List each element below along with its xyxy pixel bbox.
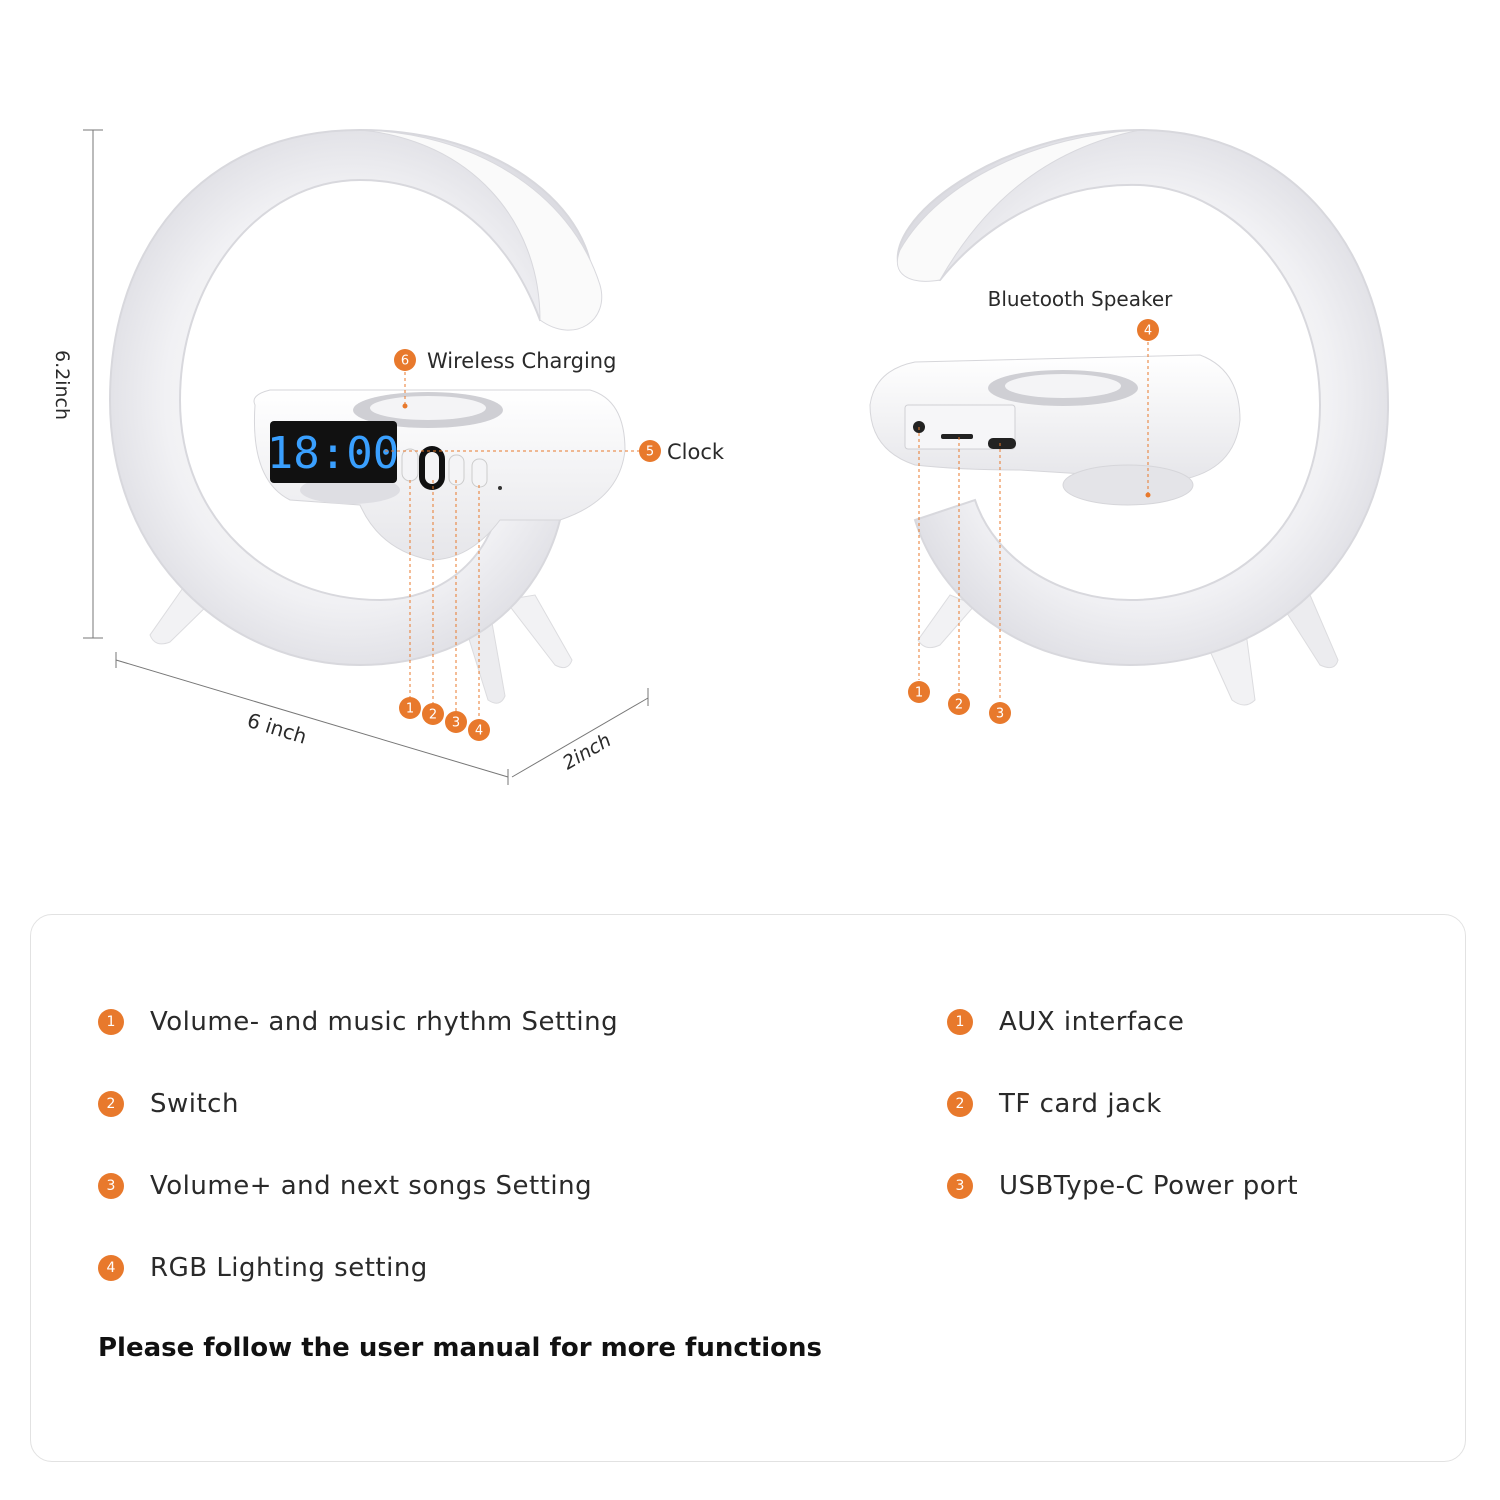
legend-badge: 4 xyxy=(98,1255,124,1281)
btn-badge-3-num: 3 xyxy=(452,716,460,731)
manual-note: Please follow the user manual for more f… xyxy=(98,1333,822,1363)
legend-text: AUX interface xyxy=(999,1007,1185,1037)
badge-5-num: 5 xyxy=(646,445,654,460)
badge-6 xyxy=(394,349,416,371)
badge-speaker-4-num: 4 xyxy=(1144,324,1152,339)
callout-wireless-charging: 6 Wireless Charging xyxy=(394,349,616,373)
legend-text: Volume+ and next songs Setting xyxy=(150,1171,593,1201)
button-volume-plus[interactable] xyxy=(448,454,465,486)
legend-left-item-4: 4 RGB Lighting setting xyxy=(98,1253,428,1283)
button-rgb[interactable] xyxy=(471,458,488,488)
clock-display xyxy=(270,421,397,483)
legend-left-item-1: 1 Volume- and music rhythm Setting xyxy=(98,1007,618,1037)
leader-end-6 xyxy=(402,403,408,409)
indicator-dot xyxy=(498,486,502,490)
legend-text: TF card jack xyxy=(999,1089,1162,1119)
badge-5 xyxy=(639,440,661,462)
front-button-badges: 1 2 3 4 xyxy=(399,697,490,741)
legend-text: USBType-C Power port xyxy=(999,1171,1299,1201)
dimension-height: 6.2inch xyxy=(51,350,73,420)
back-view: Bluetooth Speaker 4 1 2 3 xyxy=(869,128,1390,724)
port-panel xyxy=(904,404,1016,450)
legend-panel: 1 Volume- and music rhythm Setting 2 Swi… xyxy=(30,914,1466,1462)
port-badge-2-num: 2 xyxy=(955,698,963,713)
label-clock: Clock xyxy=(667,440,725,464)
legend-text: RGB Lighting setting xyxy=(150,1253,428,1283)
port-tf-card[interactable] xyxy=(941,434,973,439)
back-leaders xyxy=(918,342,1149,700)
label-bluetooth-speaker: Bluetooth Speaker xyxy=(988,287,1174,311)
btn-badge-1-num: 1 xyxy=(406,702,414,717)
back-port-badges: 1 2 3 xyxy=(908,681,1011,724)
port-badge-1-num: 1 xyxy=(915,686,923,701)
clock-digits: 18:00 xyxy=(267,428,399,479)
back-leg-right xyxy=(1284,594,1339,669)
legend-right-item-1: 1 AUX interface xyxy=(947,1007,1184,1037)
legend-left-item-3: 3 Volume+ and next songs Setting xyxy=(98,1171,592,1201)
legend-badge: 3 xyxy=(947,1173,973,1199)
dimension-width: 6 inch xyxy=(244,708,309,749)
back-leg-left xyxy=(917,594,976,649)
back-ring-tip xyxy=(897,129,1141,282)
front-view: 18:00 6 Wireless Charging 5 Clock xyxy=(51,128,725,785)
legend-right-item-2: 2 TF card jack xyxy=(947,1089,1162,1119)
legend-badge: 1 xyxy=(947,1009,973,1035)
badge-speaker-4 xyxy=(1137,319,1159,341)
front-ring-tip xyxy=(359,129,603,331)
callout-clock: 5 Clock xyxy=(639,440,725,464)
btn-badge-2-num: 2 xyxy=(429,708,437,723)
dimension-depth: 2inch xyxy=(559,729,615,774)
legend-badge: 2 xyxy=(98,1091,124,1117)
leader-end-speaker xyxy=(1145,492,1151,498)
front-leaders xyxy=(385,372,640,720)
legend-badge: 3 xyxy=(98,1173,124,1199)
back-ring xyxy=(896,128,1390,667)
btn-badge-2 xyxy=(422,703,444,725)
dimension-lines xyxy=(83,129,649,785)
callout-bluetooth-speaker: Bluetooth Speaker 4 xyxy=(988,287,1174,341)
legend-text: Volume- and music rhythm Setting xyxy=(150,1007,619,1037)
button-switch-inner xyxy=(425,452,439,484)
btn-badge-4-num: 4 xyxy=(475,724,483,739)
front-charging-pad xyxy=(370,396,486,420)
btn-badge-4 xyxy=(468,719,490,741)
legend-right-item-3: 3 USBType-C Power port xyxy=(947,1171,1298,1201)
front-ring xyxy=(108,128,594,667)
legend-left-item-2: 2 Switch xyxy=(98,1089,239,1119)
product-illustration: 18:00 6 Wireless Charging 5 Clock xyxy=(51,128,1390,785)
port-badge-3-num: 3 xyxy=(996,707,1004,722)
label-wireless-charging: Wireless Charging xyxy=(427,349,616,373)
port-usb-c[interactable] xyxy=(988,438,1016,449)
legend-text: Switch xyxy=(150,1089,239,1119)
back-charging-pad xyxy=(1005,374,1121,398)
legend-badge: 2 xyxy=(947,1091,973,1117)
port-badge-2 xyxy=(948,693,970,715)
back-speaker xyxy=(1062,464,1194,506)
front-leg-right xyxy=(504,594,573,669)
port-badge-1 xyxy=(908,681,930,703)
btn-badge-1 xyxy=(399,697,421,719)
btn-badge-3 xyxy=(445,711,467,733)
button-volume-minus[interactable] xyxy=(401,448,419,482)
legend-badge: 1 xyxy=(98,1009,124,1035)
badge-6-num: 6 xyxy=(401,354,409,369)
port-badge-3 xyxy=(989,702,1011,724)
